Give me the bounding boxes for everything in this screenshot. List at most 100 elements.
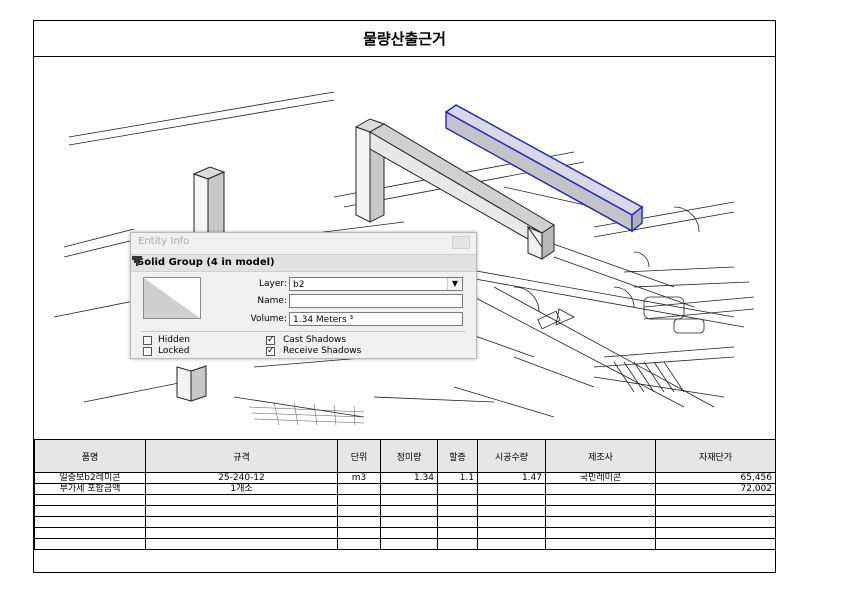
table-cell: 1.1 <box>437 472 478 484</box>
table-cell <box>337 483 381 495</box>
quantity-table: 품명 규격 단위 정미량 할증 시공수량 제조사 자재단가 일중보b2레미콘 2… <box>34 439 776 550</box>
table-row <box>34 527 776 539</box>
table-cell <box>337 538 381 550</box>
entity-header: Solid Group (4 in model) <box>131 254 476 272</box>
chevron-down-icon[interactable]: ▼ <box>447 278 462 290</box>
header-maker: 제조사 <box>545 439 656 473</box>
table-cell <box>337 527 381 539</box>
table-cell <box>477 494 546 506</box>
table-cell: 국민레미콘 <box>545 472 656 484</box>
table-row <box>34 538 776 550</box>
table-row: 일중보b2레미콘 25-240-12 m3 1.34 1.1 1.47 국민레미… <box>34 472 776 484</box>
model-viewport[interactable]: Entity Info Solid Group (4 in model) Lay… <box>34 57 775 439</box>
table-cell <box>655 494 776 506</box>
table-cell <box>380 505 438 517</box>
header-item-name: 품명 <box>34 439 146 473</box>
cast-shadows-checkbox[interactable]: ✓ <box>266 335 275 345</box>
table-cell <box>655 538 776 550</box>
table-cell: 일중보b2레미콘 <box>34 472 146 484</box>
table-cell <box>380 538 438 550</box>
header-surcharge: 할증 <box>437 439 478 473</box>
table-cell <box>380 516 438 528</box>
cast-shadows-label: Cast Shadows <box>283 335 347 345</box>
table-cell <box>655 527 776 539</box>
table-row: 부가세 포함금액 1개소 72,002 <box>34 483 776 495</box>
quantity-table-wrap: 품명 규격 단위 정미량 할증 시공수량 제조사 자재단가 일중보b2레미콘 2… <box>34 439 776 550</box>
table-cell <box>477 516 546 528</box>
table-cell <box>437 483 478 495</box>
table-cell: 1.47 <box>477 472 546 484</box>
table-cell: 1.34 <box>380 472 438 484</box>
table-cell: 72,002 <box>655 483 776 495</box>
sheet-title: 물량산출근거 <box>34 21 775 57</box>
volume-value: 1.34 Meters ³ <box>289 312 463 326</box>
table-cell <box>380 483 438 495</box>
entity-info-title: Entity Info <box>138 236 190 247</box>
header-unit-price: 자재단가 <box>655 439 776 473</box>
receive-shadows-label: Receive Shadows <box>283 346 362 356</box>
table-cell <box>655 516 776 528</box>
estimate-sheet: 물량산출근거 <box>33 20 776 573</box>
table-cell <box>437 494 478 506</box>
table-cell <box>380 527 438 539</box>
table-cell <box>34 527 146 539</box>
entity-info-panel: Entity Info Solid Group (4 in model) Lay… <box>130 232 477 359</box>
table-cell <box>545 494 656 506</box>
table-cell <box>437 505 478 517</box>
table-cell <box>545 538 656 550</box>
material-preview-icon <box>144 278 200 318</box>
table-row <box>34 494 776 506</box>
material-swatch[interactable] <box>143 277 201 319</box>
header-unit: 단위 <box>337 439 381 473</box>
table-cell <box>655 505 776 517</box>
header-spec: 규격 <box>145 439 338 473</box>
table-header-row: 품명 규격 단위 정미량 할증 시공수량 제조사 자재단가 <box>34 439 776 473</box>
table-cell <box>34 538 146 550</box>
table-cell <box>337 516 381 528</box>
table-cell <box>34 494 146 506</box>
table-cell <box>145 527 338 539</box>
table-cell <box>477 538 546 550</box>
pin-icon[interactable] <box>131 255 143 267</box>
table-cell <box>337 505 381 517</box>
table-cell: 부가세 포함금액 <box>34 483 146 495</box>
table-cell <box>380 494 438 506</box>
model-drawing <box>53 91 755 426</box>
table-cell <box>545 505 656 517</box>
table-cell <box>145 494 338 506</box>
table-row <box>34 505 776 517</box>
table-cell <box>145 538 338 550</box>
table-cell: m3 <box>337 472 381 484</box>
layer-value: b2 <box>293 280 305 290</box>
table-cell <box>437 516 478 528</box>
volume-label: Volume: <box>250 314 287 324</box>
table-cell <box>34 505 146 517</box>
table-cell <box>145 505 338 517</box>
table-cell <box>437 527 478 539</box>
layer-select[interactable]: b2 ▼ <box>289 277 463 291</box>
name-input[interactable] <box>289 294 463 308</box>
table-cell <box>437 538 478 550</box>
table-cell <box>34 516 146 528</box>
receive-shadows-checkbox[interactable]: ✓ <box>266 346 275 356</box>
table-cell <box>545 516 656 528</box>
entity-type-label: Solid Group (4 in model) <box>137 257 275 268</box>
locked-checkbox[interactable] <box>143 347 152 356</box>
name-label: Name: <box>257 296 287 306</box>
close-button[interactable] <box>452 236 470 249</box>
table-cell: 1개소 <box>145 483 338 495</box>
table-cell <box>477 527 546 539</box>
table-cell <box>477 505 546 517</box>
divider <box>141 331 466 332</box>
layer-label: Layer: <box>259 279 287 289</box>
table-cell <box>337 494 381 506</box>
table-cell <box>145 516 338 528</box>
table-cell <box>545 483 656 495</box>
hidden-checkbox[interactable] <box>143 336 152 345</box>
locked-label: Locked <box>158 346 190 356</box>
header-build-qty: 시공수량 <box>477 439 546 473</box>
header-net-qty: 정미량 <box>380 439 438 473</box>
table-cell <box>545 527 656 539</box>
table-cell <box>477 483 546 495</box>
hidden-label: Hidden <box>158 335 190 345</box>
